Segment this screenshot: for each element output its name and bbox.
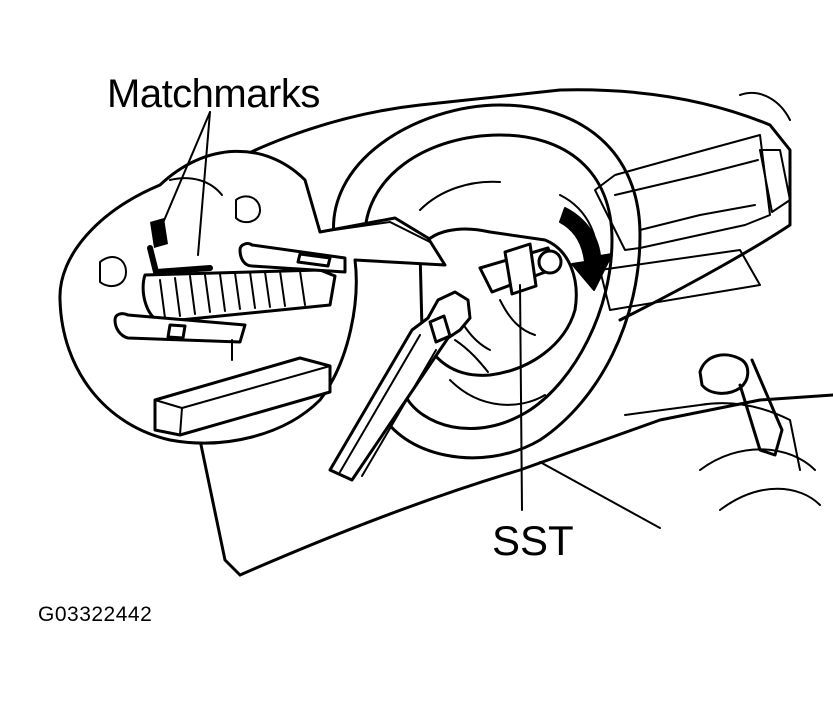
sst-label: SST [492, 517, 574, 564]
wrench [328, 290, 489, 482]
rotation-arrow [559, 207, 613, 291]
dashboard [183, 88, 833, 577]
hub-and-sst [418, 227, 578, 377]
leader-lines [159, 111, 661, 529]
shift-lever [698, 353, 784, 457]
figure-code: G03322442 [38, 603, 153, 626]
detail-circle [58, 149, 447, 445]
matchmarks-label: Matchmarks [107, 72, 320, 116]
steering-wheel [332, 103, 642, 460]
